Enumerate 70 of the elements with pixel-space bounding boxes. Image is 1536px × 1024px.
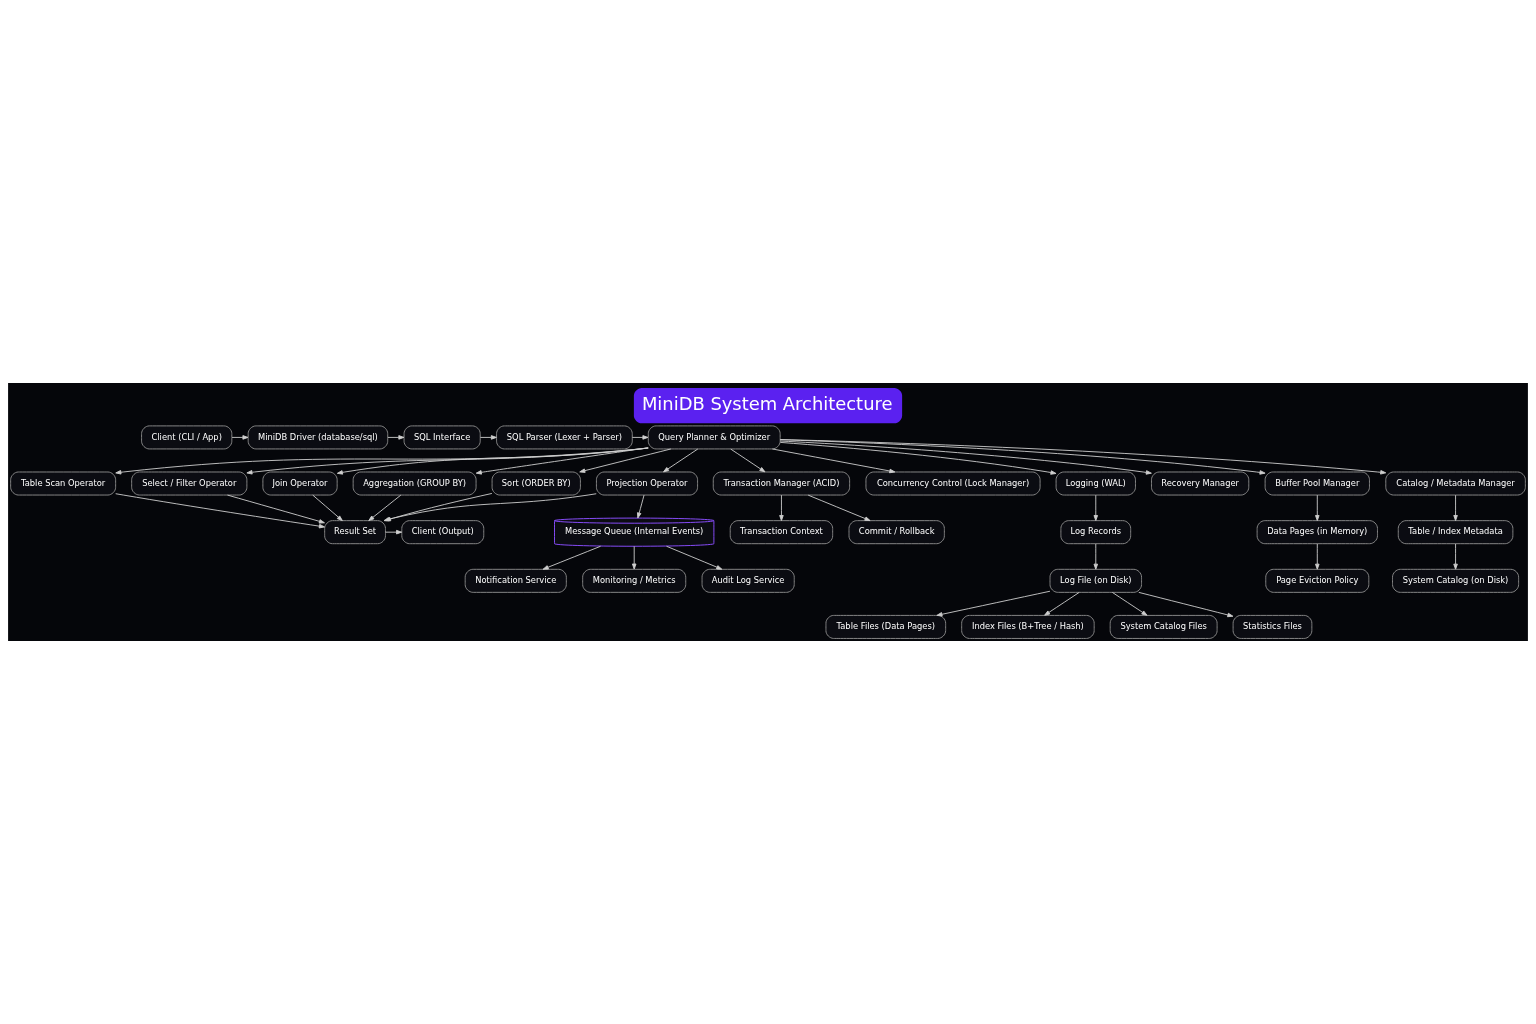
arrow xyxy=(579,448,672,473)
arrow xyxy=(475,447,649,475)
arrow xyxy=(1093,543,1098,570)
node-box: Catalog / Metadata Manager xyxy=(1385,471,1526,496)
node-box: Sort (ORDER BY) xyxy=(491,471,581,496)
node-box: Client (CLI / App) xyxy=(141,425,233,450)
arrow xyxy=(631,435,649,440)
arrow xyxy=(542,545,602,570)
arrow xyxy=(1111,591,1148,616)
arrow xyxy=(1093,494,1098,522)
node-box: Log Records xyxy=(1060,520,1132,545)
arrow xyxy=(779,494,784,522)
node-box: Statistics Files xyxy=(1232,614,1313,639)
arrow xyxy=(1138,591,1234,618)
node-box: Audit Log Service xyxy=(701,568,795,593)
node-box: Projection Operator xyxy=(595,471,699,496)
node-box: Page Eviction Policy xyxy=(1265,568,1370,593)
node-box: Result Set xyxy=(324,520,386,545)
arrow xyxy=(936,590,1051,617)
node-box: SQL Parser (Lexer + Parser) xyxy=(496,425,633,450)
node-box: Table Scan Operator xyxy=(10,471,117,496)
arrow xyxy=(246,447,649,475)
node-box: Commit / Rollback xyxy=(848,520,945,545)
arrow xyxy=(807,494,871,522)
node-box: Logging (WAL) xyxy=(1055,471,1136,496)
arrow xyxy=(730,448,766,473)
arrow xyxy=(336,447,649,475)
arrow xyxy=(666,545,723,570)
arrow xyxy=(1315,494,1320,522)
node-box: Notification Service xyxy=(464,568,567,593)
arrow xyxy=(779,439,1266,475)
node-box: Select / Filter Operator xyxy=(131,471,248,496)
node-box: System Catalog Files xyxy=(1109,614,1218,639)
arrow xyxy=(631,545,637,570)
arrow xyxy=(779,441,1057,475)
node-box: System Catalog (on Disk) xyxy=(1392,568,1520,593)
node-box: Concurrency Control (Lock Manager) xyxy=(865,471,1041,496)
arrow xyxy=(479,435,497,440)
node-box: Transaction Context xyxy=(729,520,834,545)
node-box: Recovery Manager xyxy=(1151,471,1250,496)
arrow xyxy=(385,529,403,535)
arrow xyxy=(312,494,343,522)
diagram-title: MiniDB System Architecture xyxy=(641,393,893,415)
node-box: Table / Index Metadata xyxy=(1397,520,1514,545)
node-box: Query Planner & Optimizer xyxy=(647,425,781,450)
arrow xyxy=(231,435,249,440)
node-box: Transaction Manager (ACID) xyxy=(712,471,851,496)
arrow xyxy=(387,435,405,440)
arrow xyxy=(637,494,645,519)
arrow xyxy=(779,439,1387,475)
node-box: Monitoring / Metrics xyxy=(582,568,687,593)
arrow xyxy=(663,448,699,473)
node-box: Log File (on Disk) xyxy=(1049,568,1143,593)
arrow xyxy=(1453,494,1458,522)
node-box: Aggregation (GROUP BY) xyxy=(352,471,477,496)
arrow xyxy=(115,493,325,529)
node-box: Join Operator xyxy=(262,471,338,496)
node-box: MiniDB Driver (database/sql) xyxy=(247,425,389,450)
node-box: Client (Output) xyxy=(401,520,485,545)
arrow xyxy=(1453,543,1458,570)
arrow xyxy=(771,448,896,474)
arrow xyxy=(115,447,649,475)
node-box: Data Pages (in Memory) xyxy=(1256,520,1378,545)
node-box: Buffer Pool Manager xyxy=(1264,471,1370,496)
arrow xyxy=(1315,543,1320,570)
arrow xyxy=(1044,591,1080,616)
arrow xyxy=(779,440,1152,475)
node-box: Index Files (B+Tree / Hash) xyxy=(961,614,1095,639)
node-box: SQL Interface xyxy=(403,425,481,450)
arrow xyxy=(227,494,325,524)
